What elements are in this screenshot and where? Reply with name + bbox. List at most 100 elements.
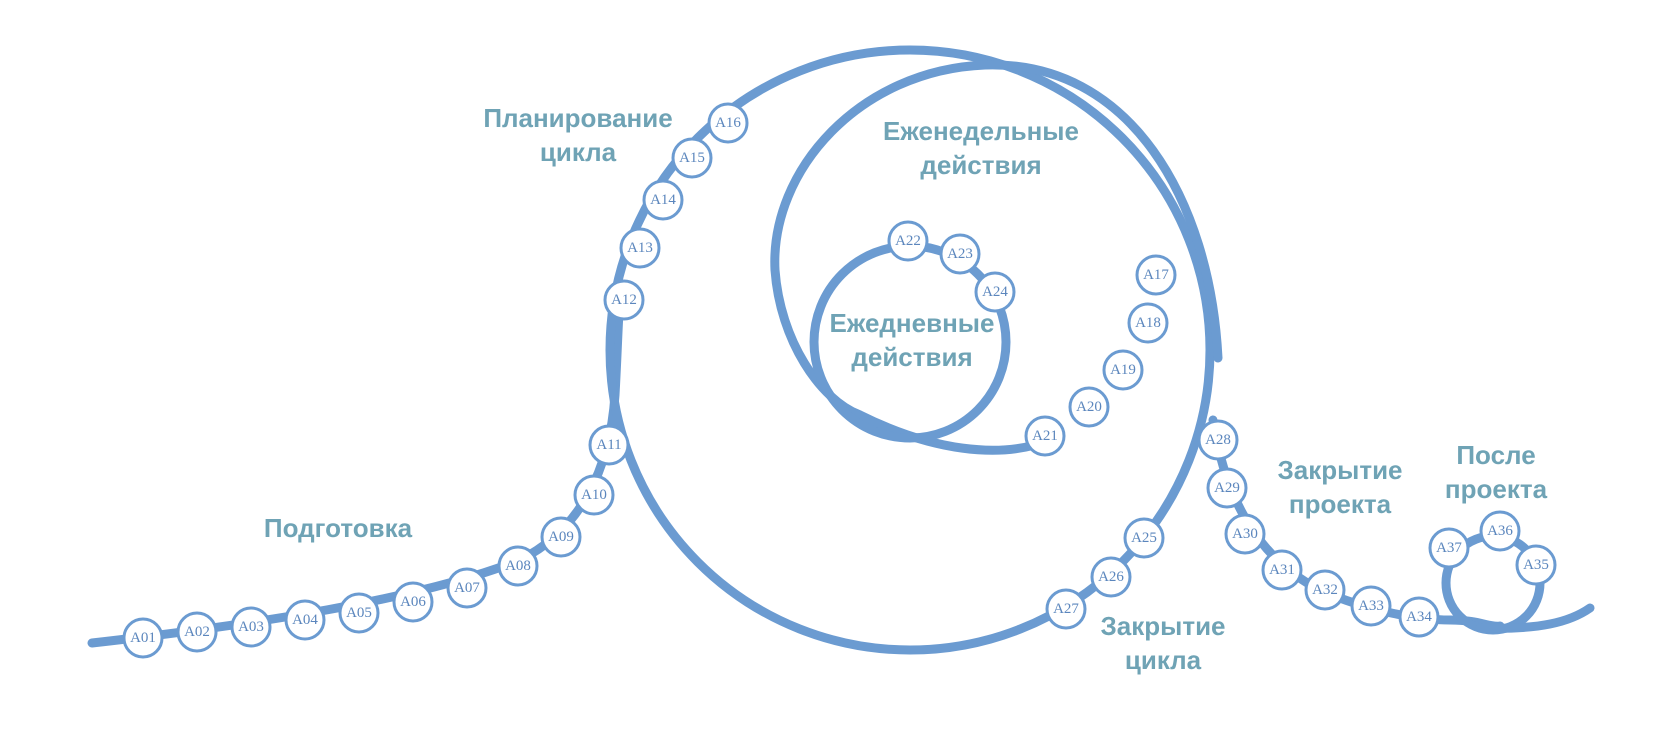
activity-node-circle [1350, 585, 1392, 627]
activity-node-a37: A37 [1428, 527, 1470, 569]
activity-node-label: A05 [346, 605, 372, 621]
activity-node-label: A15 [679, 150, 705, 166]
activity-node-a22: A22 [887, 220, 929, 262]
phase-label-post-project: После проекта [1445, 438, 1547, 506]
activity-node-label: A07 [454, 580, 480, 596]
activity-node-label: A01 [130, 630, 156, 646]
activity-node-circle [1304, 569, 1346, 611]
activity-node-label: A25 [1131, 530, 1157, 546]
activity-node-label: A06 [400, 594, 426, 610]
activity-node-circle [642, 179, 684, 221]
activity-node-a24: A24 [974, 271, 1016, 313]
activity-node-label: A17 [1143, 267, 1169, 283]
activity-node-a11: A11 [588, 424, 630, 466]
activity-node-a18: A18 [1127, 302, 1169, 344]
activity-node-circle [1206, 467, 1248, 509]
activity-node-circle [588, 424, 630, 466]
activity-node-a14: A14 [642, 179, 684, 221]
activity-node-circle [392, 581, 434, 623]
activity-node-label: A30 [1232, 526, 1258, 542]
activity-node-circle [707, 102, 749, 144]
activity-node-label: A13 [627, 240, 653, 256]
activity-node-label: A14 [650, 192, 676, 208]
activity-node-label: A03 [238, 619, 264, 635]
activity-node-a09: A09 [540, 516, 582, 558]
activity-node-a03: A03 [230, 606, 272, 648]
phase-label-weekly: Еженедельные действия [883, 114, 1079, 182]
activity-node-circle [573, 474, 615, 516]
activity-node-label: A36 [1487, 523, 1513, 539]
activity-node-circle [176, 611, 218, 653]
phase-label-line: Закрытие [1100, 611, 1226, 641]
activity-node-a07: A07 [446, 567, 488, 609]
activity-node-circle [1261, 549, 1303, 591]
activity-node-label: A02 [184, 624, 210, 640]
activity-node-a15: A15 [671, 137, 713, 179]
activity-node-a33: A33 [1350, 585, 1392, 627]
activity-node-a02: A02 [176, 611, 218, 653]
activity-node-circle [540, 516, 582, 558]
activity-node-a30: A30 [1224, 513, 1266, 555]
activity-node-label: A23 [947, 246, 973, 262]
phase-label-cycle-closing: Закрытие цикла [1100, 609, 1225, 677]
phase-label-line: Еженедельные [883, 116, 1079, 146]
activity-node-label: A09 [548, 529, 574, 545]
activity-node-circle [939, 233, 981, 275]
activity-node-label: A37 [1436, 540, 1462, 556]
phase-label-line: цикла [539, 137, 617, 167]
activity-node-circle [603, 279, 645, 321]
activity-node-a27: A27 [1045, 588, 1087, 630]
activity-node-a23: A23 [939, 233, 981, 275]
activity-node-circle [1428, 527, 1470, 569]
phase-label-line: проекта [1288, 489, 1392, 519]
activity-node-circle [1045, 588, 1087, 630]
activity-node-label: A10 [581, 487, 607, 503]
activity-node-label: A04 [292, 612, 318, 628]
activity-node-label: A32 [1312, 582, 1338, 598]
phase-label-line: Ежедневные [829, 308, 995, 338]
activity-node-label: A20 [1076, 399, 1102, 415]
activity-node-circle [1135, 254, 1177, 296]
phase-label-line: действия [920, 150, 1042, 180]
activity-node-circle [1123, 517, 1165, 559]
activity-node-circle [671, 137, 713, 179]
activity-node-circle [1224, 513, 1266, 555]
track-preparation [87, 295, 625, 648]
activity-node-label: A29 [1214, 480, 1240, 496]
activity-node-label: A27 [1053, 601, 1079, 617]
activity-node-circle [497, 545, 539, 587]
phase-label-line: действия [851, 342, 973, 372]
activity-node-label: A34 [1406, 609, 1432, 625]
activity-node-circle [974, 271, 1016, 313]
activity-node-a20: A20 [1068, 386, 1110, 428]
activity-node-a29: A29 [1206, 467, 1248, 509]
activity-node-circle [1197, 419, 1239, 461]
activity-node-circle [1398, 596, 1440, 638]
activity-node-circle [122, 617, 164, 659]
phase-label-line: Закрытие [1277, 455, 1403, 485]
activity-node-a13: A13 [619, 227, 661, 269]
track-cycle-loop [605, 45, 1215, 655]
activity-node-a35: A35 [1515, 544, 1557, 586]
activity-node-circle [1102, 349, 1144, 391]
activity-node-a06: A06 [392, 581, 434, 623]
activity-node-circle [1127, 302, 1169, 344]
activity-node-a36: A36 [1479, 510, 1521, 552]
activity-node-a01: A01 [122, 617, 164, 659]
activity-node-a16: A16 [707, 102, 749, 144]
activity-node-a04: A04 [284, 599, 326, 641]
activity-node-label: A11 [596, 437, 621, 453]
activity-node-a26: A26 [1090, 556, 1132, 598]
activity-node-circle [338, 592, 380, 634]
track-exit [1475, 603, 1595, 633]
activity-node-circle [446, 567, 488, 609]
activity-node-circle [1024, 415, 1066, 457]
activity-node-circle [1068, 386, 1110, 428]
activity-node-a12: A12 [603, 279, 645, 321]
activity-node-label: A35 [1523, 557, 1549, 573]
activity-node-label: A33 [1358, 598, 1384, 614]
activity-node-a05: A05 [338, 592, 380, 634]
activity-node-a25: A25 [1123, 517, 1165, 559]
activity-node-a32: A32 [1304, 569, 1346, 611]
